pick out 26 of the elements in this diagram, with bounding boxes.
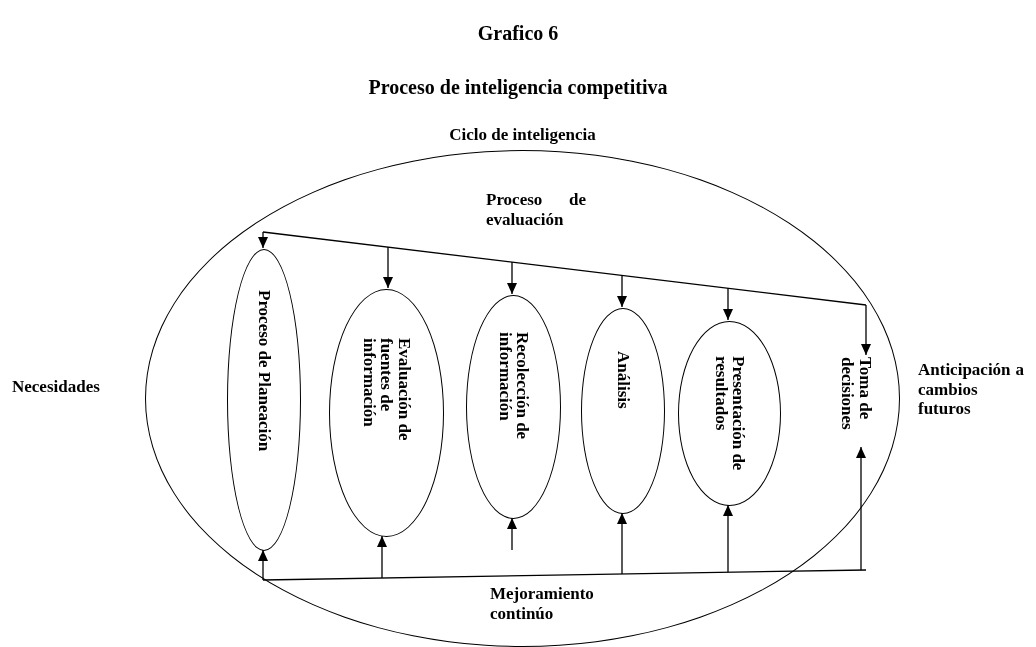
arrow (383, 246, 393, 289)
arrow (258, 231, 268, 249)
arrow (617, 512, 627, 575)
process-text: Análisis (614, 351, 632, 411)
arrow (723, 504, 733, 573)
output-label: Anticipación a cambios futuros (918, 360, 1024, 419)
process-text: Recolección de información (495, 332, 532, 442)
diagram-subtitle: Proceso de inteligencia competitiva (367, 76, 669, 99)
process-ellipse (678, 321, 781, 506)
input-label: Necesidades (12, 377, 100, 397)
process-text: Toma de decisiones (838, 357, 874, 432)
band-label: Proceso de evaluación (486, 190, 586, 230)
arrow (723, 287, 733, 321)
process-text: Proceso de Planeación (255, 290, 273, 454)
process-text: Evaluación de fuentes de información (359, 338, 414, 443)
band-label: Mejoramiento continúo (490, 584, 595, 624)
arrow (856, 446, 866, 571)
arrow (377, 535, 387, 579)
arrow (507, 261, 517, 295)
arrow (507, 517, 517, 551)
diagram-title: Grafico 6 (476, 22, 560, 45)
arrow (617, 274, 627, 308)
arrow (861, 304, 871, 356)
arrow (258, 549, 268, 581)
cycle-heading: Ciclo de inteligencia (448, 125, 597, 145)
process-text: Presentación de resultados (711, 356, 748, 471)
